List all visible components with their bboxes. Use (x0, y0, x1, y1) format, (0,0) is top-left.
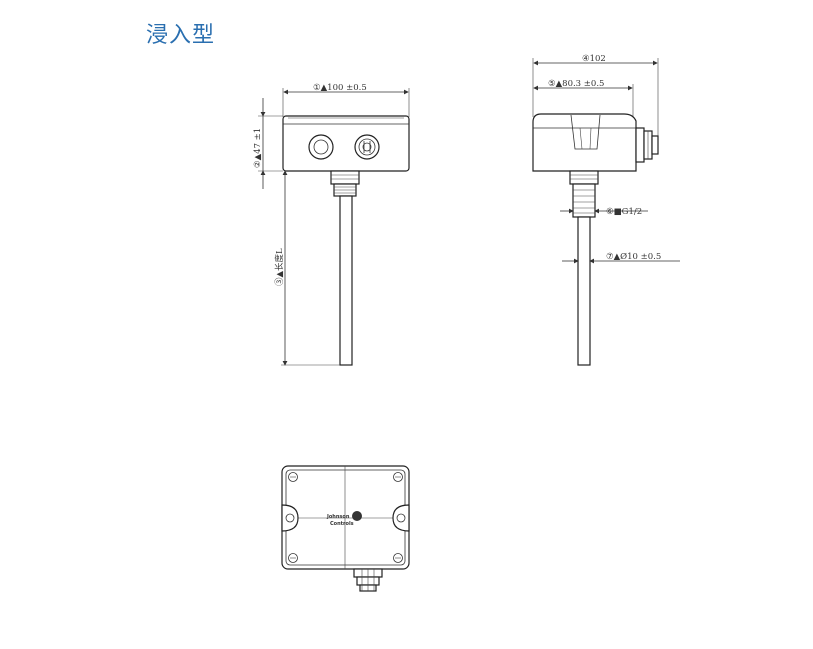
page-title: 浸入型 (146, 23, 216, 48)
front-view: ①▲100 ±0.5 ②▲47 ±1 ③▲长度L (253, 83, 410, 366)
dim-width-102: ④102 (582, 54, 606, 64)
dim-length-l: ③▲长度L (274, 248, 285, 286)
dim-depth-80-3: ⑤▲80.3 ±0.5 (548, 79, 604, 89)
dim-height-47: ②▲47 ±1 (253, 128, 263, 168)
top-view: Johnson Controls (281, 465, 410, 592)
dim-width-100: ①▲100 ±0.5 (313, 83, 367, 93)
logo-text-line2: Controls (330, 521, 354, 527)
logo-text-line1: Johnson (326, 514, 350, 520)
dim-diameter-10: ⑦▲Ø10 ±0.5 (606, 251, 661, 262)
dim-thread-g1-2: ⑥■G1/2 (606, 207, 642, 217)
side-view: ④102 ⑤▲80.3 ±0.5 ⑥■G1/2 (532, 54, 680, 366)
johnson-controls-logo-icon (352, 511, 362, 521)
